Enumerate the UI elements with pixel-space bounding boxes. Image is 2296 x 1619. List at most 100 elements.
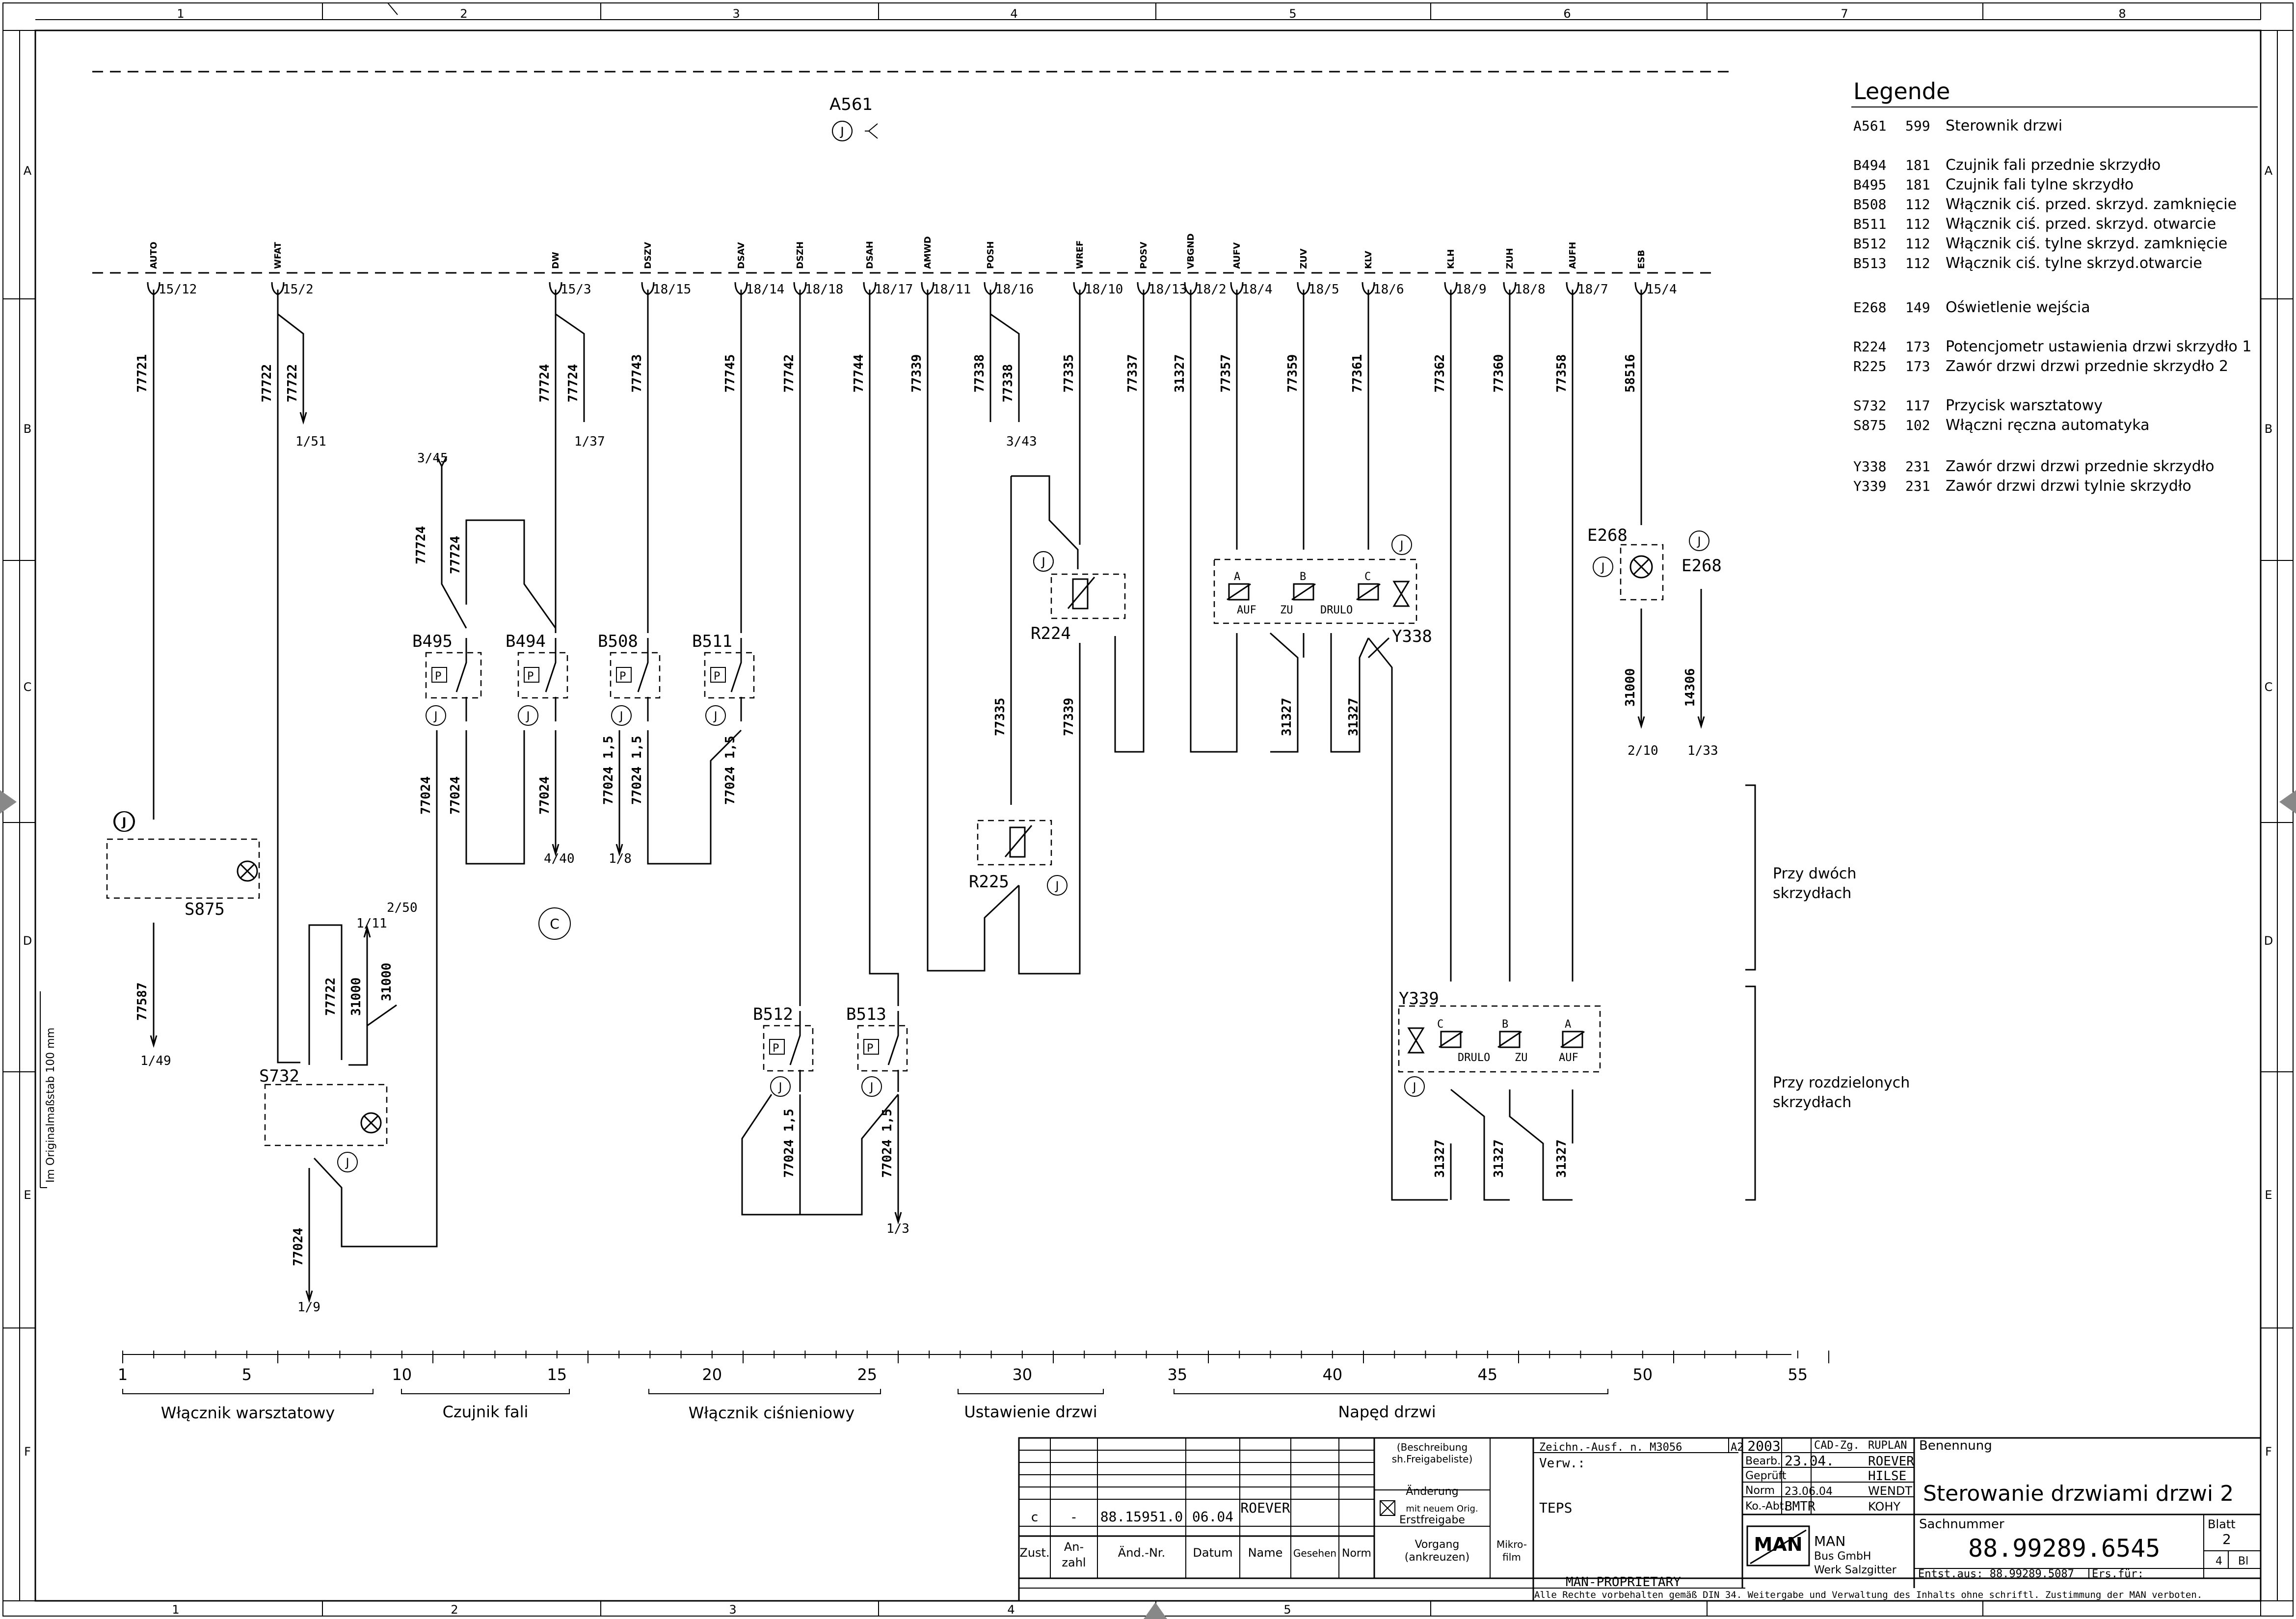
svg-text:ZU: ZU bbox=[1280, 604, 1293, 616]
svg-text:Potencjometr ustawienia drzwi: Potencjometr ustawienia drzwi skrzydło 1 bbox=[1946, 338, 2251, 355]
svg-text:J: J bbox=[1041, 555, 1045, 569]
svg-text:MAN: MAN bbox=[1814, 1533, 1845, 1549]
svg-text:18/7: 18/7 bbox=[1577, 282, 1608, 297]
svg-text:WREF: WREF bbox=[1075, 240, 1085, 269]
wire-number: 77024 1,5 bbox=[880, 1109, 895, 1178]
wire-number: 31327 bbox=[1492, 1140, 1506, 1178]
svg-text:J: J bbox=[618, 709, 623, 723]
wire-number: 77361 bbox=[1350, 354, 1365, 393]
svg-text:A: A bbox=[1234, 571, 1240, 583]
wire-number: 77024 1,5 bbox=[601, 736, 616, 805]
wire-number: 31000 bbox=[379, 963, 394, 1001]
svg-text:Ers.für:: Ers.für: bbox=[2092, 1568, 2144, 1580]
label-r224: R224 bbox=[1031, 624, 1071, 643]
col-label-1: 1 bbox=[177, 7, 184, 21]
wiring bbox=[150, 290, 1705, 1303]
row-label-right-C: C bbox=[2265, 680, 2273, 694]
side-marker-right bbox=[2279, 790, 2296, 814]
wire-number: 77024 bbox=[448, 776, 463, 815]
row-label-right-F: F bbox=[2265, 1445, 2272, 1459]
row-label-right-D: D bbox=[2264, 934, 2273, 948]
svg-text:A: A bbox=[1565, 1018, 1571, 1031]
svg-text:J: J bbox=[122, 815, 126, 829]
svg-text:15/12: 15/12 bbox=[159, 282, 197, 297]
svg-text:BMTR: BMTR bbox=[1785, 1499, 1815, 1514]
svg-text:Bus GmbH: Bus GmbH bbox=[1814, 1550, 1871, 1563]
svg-text:5: 5 bbox=[242, 1365, 252, 1384]
wire-number: 77724 bbox=[448, 536, 463, 574]
label-e268-a: E268 bbox=[1587, 526, 1628, 545]
svg-text:ROEVER: ROEVER bbox=[1868, 1454, 1914, 1469]
svg-text:88.15951.0: 88.15951.0 bbox=[1100, 1509, 1183, 1525]
svg-text:2003: 2003 bbox=[1747, 1438, 1780, 1454]
svg-text:POSV: POSV bbox=[1139, 242, 1149, 269]
col-label-6: 6 bbox=[1563, 7, 1571, 21]
svg-text:A561: A561 bbox=[1853, 118, 1886, 134]
svg-text:J: J bbox=[1696, 534, 1701, 548]
svg-text:HILSE: HILSE bbox=[1868, 1469, 1906, 1484]
svg-text:18/2: 18/2 bbox=[1196, 282, 1227, 297]
cross-references: 1/51 1/37 3/43 3/45 4/40 1/8 2/10 1/33 1… bbox=[140, 434, 1718, 1315]
svg-text:ZUV: ZUV bbox=[1299, 248, 1309, 269]
svg-text:B: B bbox=[1502, 1018, 1508, 1031]
svg-text:AUTO: AUTO bbox=[149, 241, 159, 269]
svg-text:P: P bbox=[714, 670, 720, 683]
label-b508: B508 bbox=[598, 632, 638, 651]
col-label-bottom-3: 3 bbox=[729, 1603, 736, 1617]
svg-text:AUF: AUF bbox=[1237, 604, 1256, 616]
svg-text:Przycisk warsztatowy: Przycisk warsztatowy bbox=[1946, 397, 2103, 414]
svg-text:Zawór drzwi drzwi przednie skr: Zawór drzwi drzwi przednie skrzydło 2 bbox=[1946, 358, 2228, 375]
svg-text:B: B bbox=[1300, 571, 1306, 583]
label-s732: S732 bbox=[259, 1066, 299, 1086]
svg-text:J: J bbox=[839, 125, 844, 138]
wire-number: 77024 1,5 bbox=[630, 736, 644, 805]
svg-text:112: 112 bbox=[1905, 255, 1930, 271]
svg-text:18/4: 18/4 bbox=[1242, 282, 1273, 297]
svg-text:POSH: POSH bbox=[986, 241, 996, 269]
legend-title: Legende bbox=[1853, 78, 1950, 105]
valve-labels: A B C AUF ZU DRULO C B A DRULO ZU AUF bbox=[1234, 571, 1578, 1064]
svg-text:Zeichn.-Ausf. n. M3056: Zeichn.-Ausf. n. M3056 bbox=[1539, 1441, 1682, 1454]
svg-text:C: C bbox=[1437, 1018, 1443, 1031]
svg-text:149: 149 bbox=[1905, 299, 1930, 316]
svg-text:Sachnummer: Sachnummer bbox=[1919, 1517, 2004, 1532]
wire-number: 77744 bbox=[852, 354, 866, 393]
col-label-8: 8 bbox=[2118, 7, 2126, 21]
svg-text:KLV: KLV bbox=[1363, 251, 1374, 269]
row-label-A: A bbox=[24, 164, 32, 178]
svg-text:18/15: 18/15 bbox=[653, 282, 691, 297]
svg-text:23.04.: 23.04. bbox=[1785, 1453, 1834, 1469]
svg-text:P: P bbox=[773, 1042, 779, 1055]
label-y339: Y339 bbox=[1399, 989, 1439, 1009]
col-label-bottom-4: 4 bbox=[1007, 1603, 1015, 1617]
wire-number: 77024 bbox=[419, 776, 433, 815]
svg-text:2: 2 bbox=[2222, 1531, 2231, 1547]
svg-text:Änderung: Änderung bbox=[1406, 1485, 1458, 1498]
ref-3-45: 3/45 bbox=[417, 451, 448, 466]
label-s875: S875 bbox=[185, 900, 225, 919]
svg-text:Änd.-Nr.: Änd.-Nr. bbox=[1118, 1545, 1165, 1560]
svg-text:Ko.-Abt.: Ko.-Abt. bbox=[1745, 1500, 1788, 1513]
svg-text:J: J bbox=[839, 125, 844, 138]
ref-1-11: 1/11 bbox=[356, 916, 387, 931]
ref-2-50: 2/50 bbox=[387, 901, 418, 915]
svg-text:MAN-PROPRIETARY: MAN-PROPRIETARY bbox=[1566, 1575, 1681, 1590]
svg-text:18/10: 18/10 bbox=[1085, 282, 1123, 297]
wire-number: 77024 1,5 bbox=[782, 1109, 797, 1178]
ref-4-40: 4/40 bbox=[544, 851, 575, 866]
component-labels: B495 B494 B508 B511 B512 B513 S875 S732 … bbox=[185, 526, 1722, 1086]
svg-text:18/11: 18/11 bbox=[933, 282, 971, 297]
svg-text:P: P bbox=[867, 1042, 873, 1055]
wire-number: 31327 bbox=[1280, 698, 1294, 736]
row-label-right-A: A bbox=[2265, 164, 2273, 178]
svg-text:P: P bbox=[619, 670, 626, 683]
